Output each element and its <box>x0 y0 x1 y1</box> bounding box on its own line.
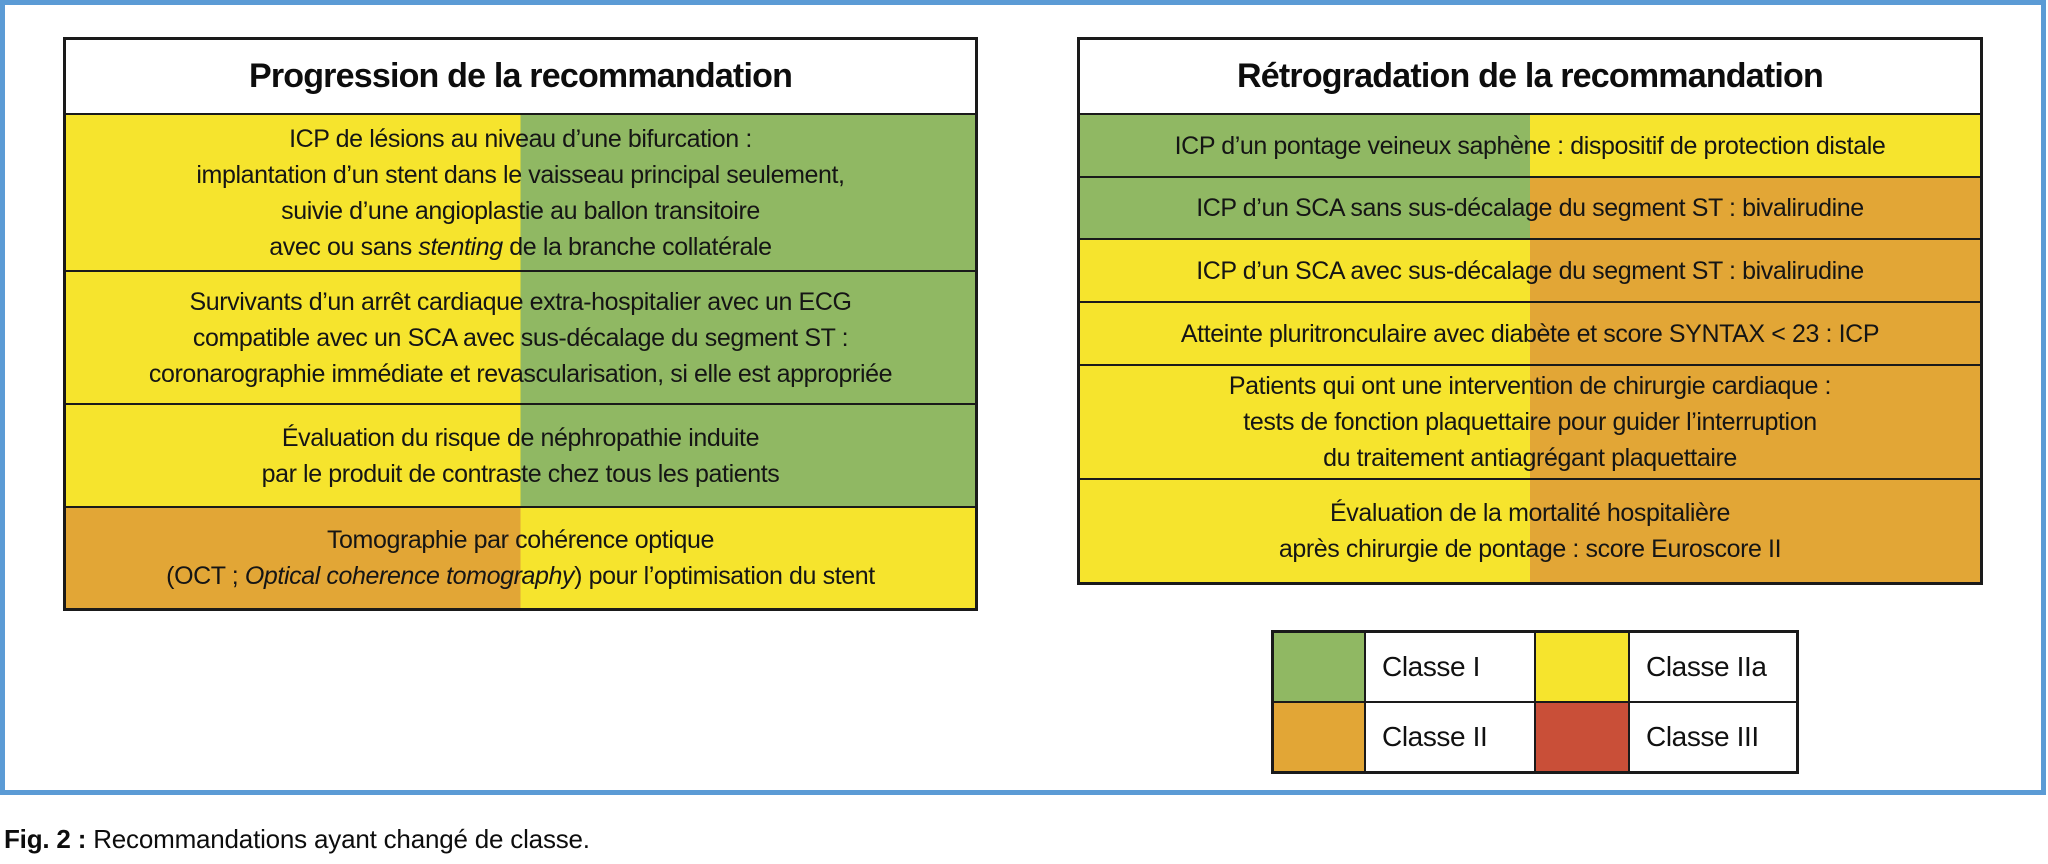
legend-label: Classe III <box>1629 702 1797 772</box>
row-text: compatible avec un SCA avec sus-décalage… <box>192 323 849 352</box>
retrogradation-table-rows: ICP d’un pontage veineux saphène : dispo… <box>1080 113 1980 582</box>
row-text: par le produit de contraste chez tous le… <box>261 459 780 488</box>
legend-label: Classe IIa <box>1629 632 1797 702</box>
row-text-italic: Optical coherence tomography <box>244 562 575 590</box>
row-text: Évaluation du risque de néphropathie ind… <box>281 423 760 452</box>
row-text: ICP d’un SCA sans sus-décalage du segmen… <box>1196 194 1864 222</box>
row-line: Évaluation de la mortalité hospitalière <box>1330 495 1730 531</box>
table-row: Atteinte pluritronculaire avec diabète e… <box>1080 301 1980 364</box>
figure-caption-text: Recommandations ayant changé de classe. <box>86 824 590 854</box>
table-row: Patients qui ont une intervention de chi… <box>1080 364 1980 478</box>
row-text: suivie d’une angioplastie au ballon tran… <box>281 196 760 225</box>
row-line: Patients qui ont une intervention de chi… <box>1228 368 1832 404</box>
progression-table-title: Progression de la recommandation <box>66 40 975 113</box>
row-line: avec ou sans stenting de la branche coll… <box>269 229 772 265</box>
figure-caption: Fig. 2 : Recommandations ayant changé de… <box>4 824 590 855</box>
table-row: Survivants d’un arrêt cardiaque extra-ho… <box>66 270 975 403</box>
row-text: du traitement antiagrégant plaquettaire <box>1323 444 1737 472</box>
row-line: ICP de lésions au niveau d’une bifurcati… <box>289 121 752 157</box>
row-text: Patients qui ont une intervention de chi… <box>1228 372 1832 400</box>
green-class-swatch <box>1273 632 1365 702</box>
row-text: ICP d’un SCA avec sus-décalage du segmen… <box>1196 256 1864 285</box>
row-text: après chirurgie de pontage : score Euros… <box>1278 535 1782 563</box>
progression-table: Progression de la recommandation ICP de … <box>63 37 978 611</box>
orange-class-swatch <box>1273 702 1365 772</box>
table-row: Évaluation du risque de néphropathie ind… <box>66 403 975 506</box>
row-text: Survivants d’un arrêt cardiaque extra-ho… <box>189 287 852 316</box>
row-text: Tomographie par cohérence optique <box>326 526 715 554</box>
row-text: avec ou sans <box>269 232 419 261</box>
row-text: tests de fonction plaquettaire pour guid… <box>1243 408 1817 436</box>
row-line: Survivants d’un arrêt cardiaque extra-ho… <box>189 284 851 320</box>
row-line: ICP d’un SCA avec sus-décalage du segmen… <box>1196 253 1864 289</box>
row-text: coronarographie immédiate et revasculari… <box>148 359 893 388</box>
red-class-swatch <box>1535 702 1629 772</box>
table-row: Tomographie par cohérence optique (OCT ; … <box>66 506 975 608</box>
legend-label: Classe II <box>1365 702 1535 772</box>
row-text: Évaluation de la mortalité hospitalière <box>1330 499 1730 527</box>
row-line: par le produit de contraste chez tous le… <box>262 456 780 492</box>
progression-table-rows: ICP de lésions au niveau d’une bifurcati… <box>66 113 975 608</box>
retrogradation-table-title: Rétrogradation de la recommandation <box>1080 40 1980 113</box>
row-text: ) pour l’optimisation du stent <box>574 562 875 590</box>
legend-label: Classe I <box>1365 632 1535 702</box>
row-line: (OCT ; Optical coherence tomography) pou… <box>166 558 875 594</box>
row-text-italic: stenting <box>418 232 503 261</box>
row-text: ICP de lésions au niveau d’une bifurcati… <box>289 124 752 153</box>
row-text: ICP d’un pontage veineux saphène : dispo… <box>1174 131 1886 160</box>
row-line: compatible avec un SCA avec sus-décalage… <box>192 320 849 356</box>
row-line: ICP d’un SCA sans sus-décalage du segmen… <box>1196 190 1864 226</box>
table-row: ICP d’un SCA sans sus-décalage du segmen… <box>1080 176 1980 238</box>
row-line: ICP d’un pontage veineux saphène : dispo… <box>1175 128 1886 164</box>
row-line: après chirurgie de pontage : score Euros… <box>1278 531 1782 567</box>
table-row: ICP d’un pontage veineux saphène : dispo… <box>1080 113 1980 176</box>
figure-caption-number: Fig. 2 : <box>4 824 87 854</box>
row-line: Tomographie par cohérence optique <box>327 522 714 558</box>
row-text: (OCT ; <box>166 562 245 590</box>
row-line: du traitement antiagrégant plaquettaire <box>1323 440 1737 476</box>
yellow-class-swatch <box>1535 632 1629 702</box>
row-line: Atteinte pluritronculaire avec diabète e… <box>1180 316 1880 352</box>
table-row: Évaluation de la mortalité hospitalière a… <box>1080 478 1980 582</box>
table-row: ICP d’un SCA avec sus-décalage du segmen… <box>1080 238 1980 301</box>
row-line: tests de fonction plaquettaire pour guid… <box>1243 404 1817 440</box>
row-text: de la branche collatérale <box>502 232 772 261</box>
retrogradation-table: Rétrogradation de la recommandation ICP … <box>1077 37 1983 585</box>
row-line: implantation d’un stent dans le vaisseau… <box>196 157 845 193</box>
row-line: suivie d’une angioplastie au ballon tran… <box>281 193 760 229</box>
table-row: ICP de lésions au niveau d’une bifurcati… <box>66 113 975 270</box>
row-text: implantation d’un stent dans le vaisseau… <box>196 160 845 189</box>
row-text: Atteinte pluritronculaire avec diabète e… <box>1180 319 1880 348</box>
row-line: Évaluation du risque de néphropathie ind… <box>281 420 760 456</box>
row-line: coronarographie immédiate et revasculari… <box>148 356 893 392</box>
